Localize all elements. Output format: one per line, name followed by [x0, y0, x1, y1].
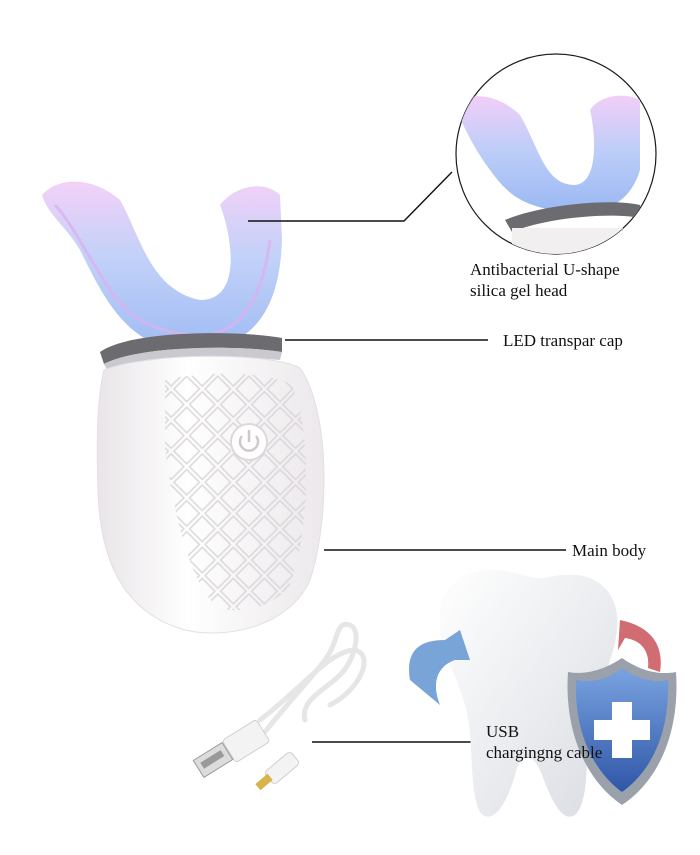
power-icon	[230, 423, 268, 461]
label-usb-line1: USB	[486, 722, 520, 741]
label-usb-line2: chargingng cable	[486, 743, 603, 762]
label-main-body: Main body	[572, 541, 647, 560]
label-brush-head-line2: silica gel head	[470, 281, 568, 300]
usb-plug	[192, 720, 270, 779]
label-usb-cable: USB chargingng cable	[486, 721, 602, 763]
label-brush-head-line1: Antibacterial U-shape	[470, 260, 620, 279]
dc-plug	[255, 752, 300, 791]
led-cap-ring	[100, 333, 282, 372]
label-brush-head: Antibacterial U-shape silica gel head	[470, 259, 620, 301]
usb-cable	[257, 621, 367, 735]
leader-lines	[248, 171, 566, 743]
arrow-red-icon	[618, 620, 661, 672]
zoom-inset	[455, 53, 657, 255]
label-led-cap: LED transpar cap	[503, 331, 623, 350]
tooth-icon	[439, 569, 618, 817]
arrow-blue-icon	[409, 630, 470, 705]
u-shape-brush-head	[42, 181, 282, 351]
main-body	[96, 355, 325, 634]
shield-plus-icon	[567, 658, 677, 805]
